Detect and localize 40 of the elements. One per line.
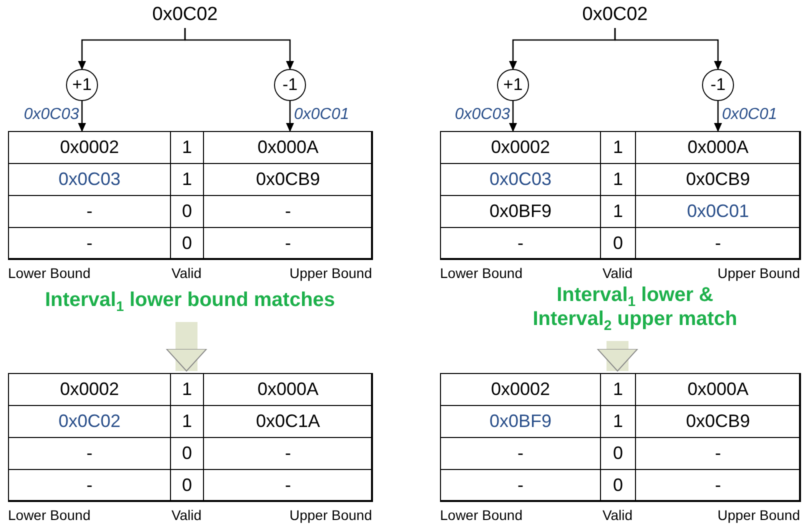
interval-table (440, 373, 800, 501)
table-cell: - (203, 469, 373, 502)
arrow (78, 101, 86, 132)
block-arrow (597, 341, 638, 372)
arrow (509, 101, 517, 132)
arrow (286, 101, 294, 132)
table-cell: - (635, 227, 801, 260)
column-label: Upper Bound (717, 265, 800, 281)
block-arrow (166, 322, 207, 372)
operator-circle: -1 (702, 69, 734, 101)
edge-label: 0x0C01 (722, 106, 778, 124)
column-label: Upper Bound (289, 265, 372, 281)
arrow (614, 28, 722, 70)
column-label: Upper Bound (289, 507, 372, 523)
arrow (714, 101, 722, 132)
column-label: Lower Bound (8, 507, 91, 523)
table-cell: - (203, 227, 373, 260)
column-label: Valid (602, 265, 633, 281)
column-label: Lower Bound (8, 265, 91, 281)
column-label: Lower Bound (440, 507, 523, 523)
edge-label: 0x0C03 (454, 106, 510, 124)
interval-table (8, 373, 372, 501)
table-cell: - (635, 469, 801, 502)
operator-circle: +1 (497, 69, 529, 101)
match-note: Interval$_{1}$ lower & Interval$_{2}$ upper match (532, 283, 738, 331)
interval-table (8, 131, 372, 259)
interval-table (440, 131, 800, 259)
column-label: Lower Bound (440, 265, 523, 281)
edge-label: 0x0C03 (24, 106, 79, 124)
match-note: Interval$_{1}$ lower bound matches (44, 288, 336, 312)
edge-label: 0x0C01 (294, 106, 350, 124)
column-label: Valid (171, 265, 202, 281)
address-label: 0x0C02 (135, 4, 235, 28)
column-label: Upper Bound (717, 507, 800, 523)
column-label: Valid (171, 507, 202, 523)
arrow (184, 28, 294, 70)
address-label: 0x0C02 (565, 4, 665, 28)
column-label: Valid (602, 507, 633, 523)
operator-circle: +1 (66, 69, 98, 101)
operator-circle: -1 (274, 69, 306, 101)
